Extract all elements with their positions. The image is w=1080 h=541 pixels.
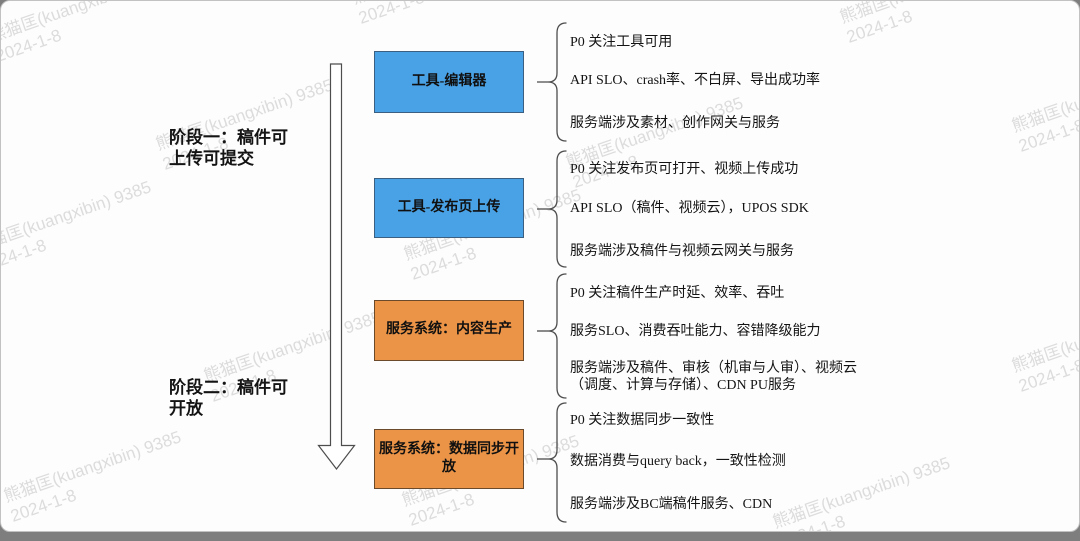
timeline-down-arrow	[317, 63, 356, 470]
bullet-point: 数据消费与query back，一致性检测	[570, 454, 786, 469]
stage-label-1: 阶段一：稿件可上传可提交	[169, 128, 288, 168]
bullet-point: P0 关注工具可用	[570, 35, 673, 50]
bullet-point: API SLO（稿件、视频云），UPOS SDK	[570, 201, 809, 216]
brace	[547, 273, 567, 399]
brace	[547, 150, 567, 268]
bullet-point: 服务端涉及素材、创作网关与服务	[570, 116, 780, 131]
node-service-data-sync: 服务系统：数据同步开放	[374, 429, 524, 489]
brace	[547, 22, 567, 142]
node-service-content-prod: 服务系统：内容生产	[374, 300, 524, 361]
node-label: 服务系统：内容生产	[386, 322, 512, 338]
bullet-point: 服务端涉及稿件、审核（机审与人审）、视频云（调度、计算与存储）、CDN PU服务	[570, 361, 857, 393]
brace	[547, 402, 567, 523]
bullet-point: 服务SLO、消费吞吐能力、容错降级能力	[570, 324, 821, 339]
node-tool-publish-upload: 工具-发布页上传	[374, 178, 524, 238]
bullet-point: P0 关注数据同步一致性	[570, 413, 715, 428]
bullet-point: API SLO、crash率、不白屏、导出成功率	[570, 73, 821, 88]
node-label: 工具-发布页上传	[397, 199, 501, 215]
node-label: 服务系统：数据同步开放	[379, 441, 519, 475]
bullet-point: 服务端涉及稿件与视频云网关与服务	[570, 244, 794, 259]
node-tool-editor: 工具-编辑器	[374, 51, 524, 113]
stage-label-2: 阶段二：稿件可开放	[169, 378, 288, 418]
node-label: 工具-编辑器	[411, 73, 487, 89]
bullet-point: P0 关注发布页可打开、视频上传成功	[570, 162, 799, 177]
bullet-point: 服务端涉及BC端稿件服务、CDN	[570, 497, 773, 512]
bullet-point: P0 关注稿件生产时延、效率、吞吐	[570, 286, 785, 301]
window-bottom-bar	[0, 532, 1080, 541]
